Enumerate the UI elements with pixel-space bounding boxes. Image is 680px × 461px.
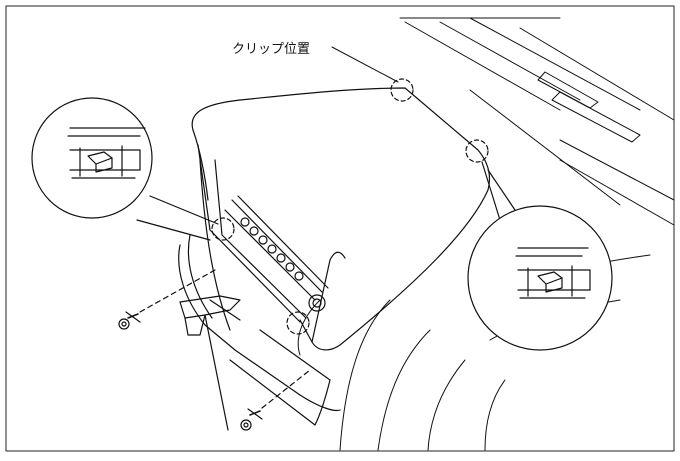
screw-guides xyxy=(140,270,310,408)
clip-marker-left xyxy=(212,218,234,240)
clip-detail-right xyxy=(516,248,590,298)
zoom-callout-right xyxy=(468,162,612,350)
display-hood xyxy=(192,88,489,350)
outer-border xyxy=(6,6,674,451)
clip-marker-right xyxy=(466,140,488,162)
screw-left xyxy=(119,312,140,329)
windshield-lines xyxy=(400,18,674,225)
screw-bottom xyxy=(241,409,262,430)
clip-detail-left xyxy=(68,128,145,178)
bracket xyxy=(180,296,240,430)
panel-buttons xyxy=(225,196,328,311)
lower-trim-panel xyxy=(179,235,340,425)
clip-marker-bottom xyxy=(287,312,309,334)
clip-marker-top xyxy=(391,79,413,101)
zoom-callout-left xyxy=(32,98,218,240)
clip-markers xyxy=(212,79,488,334)
clip-position-label: クリップ位置 xyxy=(232,42,311,57)
label-leader xyxy=(332,47,398,82)
